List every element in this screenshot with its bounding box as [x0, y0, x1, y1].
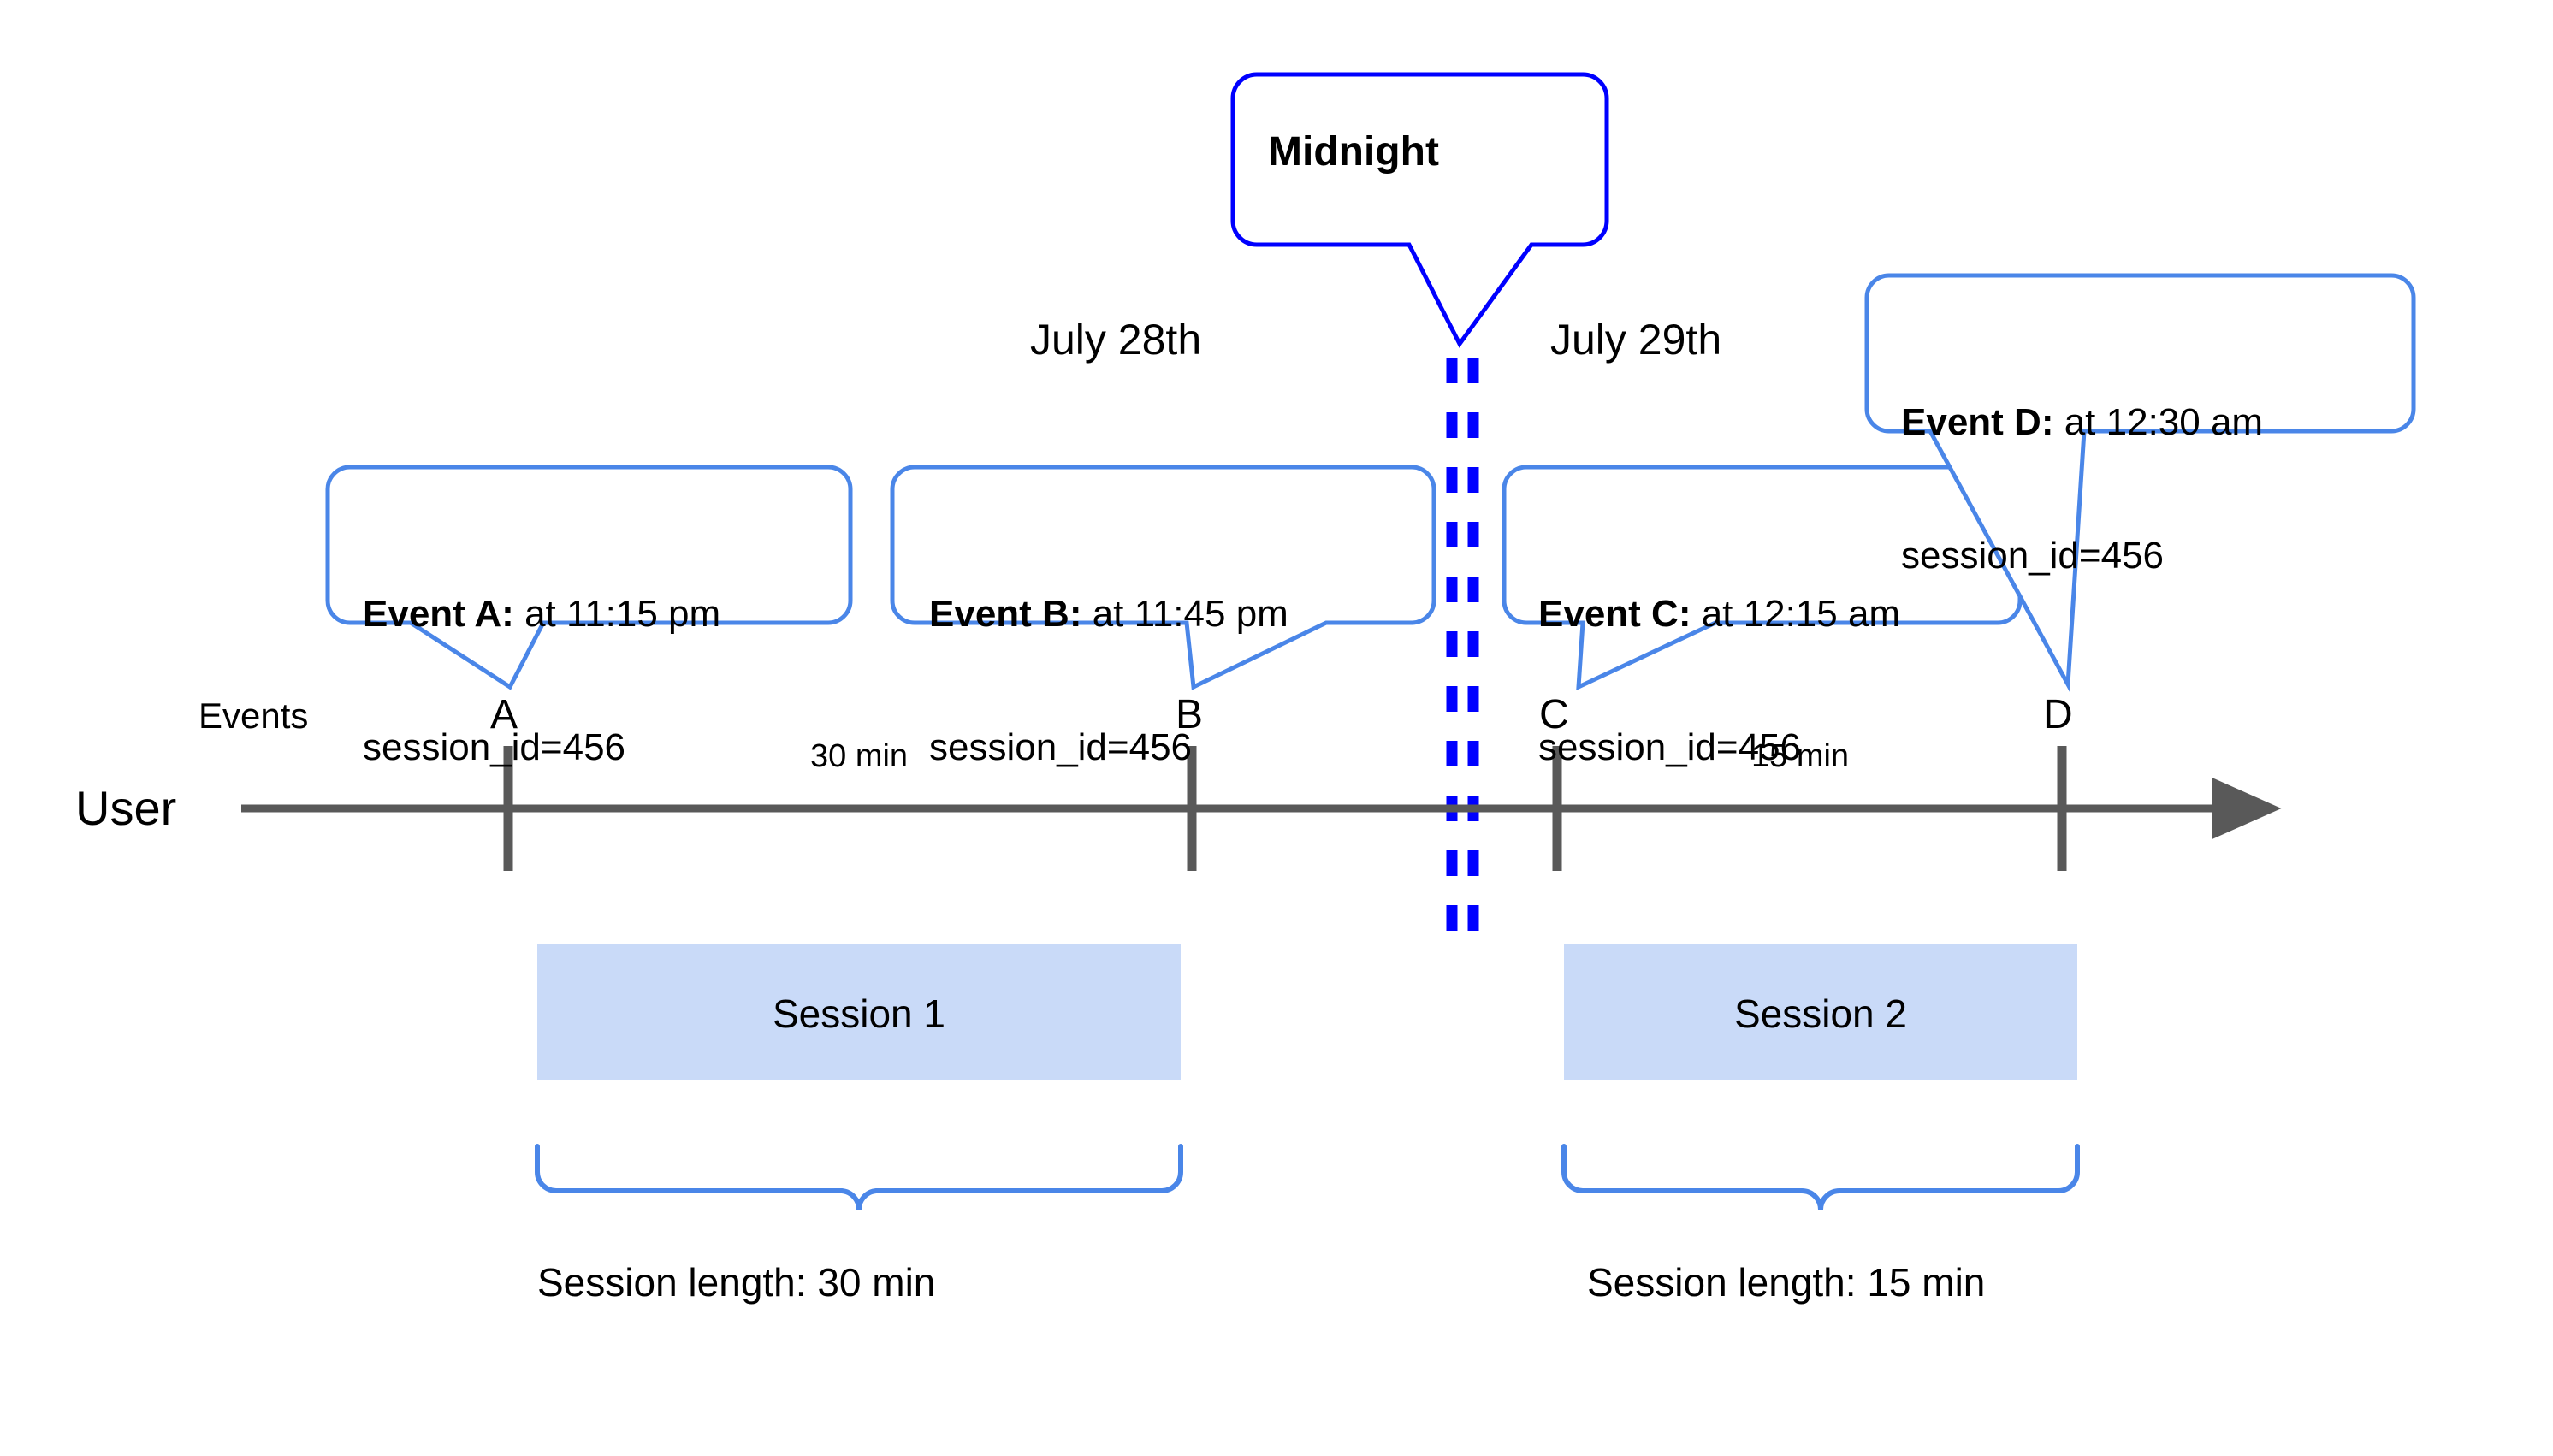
timeline-axis	[241, 746, 2282, 871]
axis-title-events: Events	[198, 695, 309, 736]
midnight-callout-shape	[1230, 72, 1609, 348]
event-a-title: Event A:	[363, 592, 514, 635]
event-c-callout-shape	[1502, 465, 2023, 691]
event-d-title: Event D:	[1901, 400, 2054, 443]
event-a-callout-text: Event A: at 11:15 pm session_id=456	[363, 503, 720, 858]
event-letter-a: A	[490, 692, 518, 737]
event-d-callout-shape	[1864, 273, 2416, 692]
session-1-bar	[537, 944, 1181, 1080]
midnight-dashed-lines	[1446, 358, 1479, 932]
event-b-callout-shape	[890, 465, 1436, 690]
gap-label-30-min: 30 min	[810, 738, 909, 774]
event-d-session-id: session_id=456	[1901, 534, 2165, 577]
session-2-brace	[1561, 1144, 2080, 1210]
session-2-bar	[1564, 944, 2077, 1080]
event-letter-b: B	[1176, 692, 1204, 737]
event-b-callout-text: Event B: at 11:45 pm session_id=456	[929, 503, 1288, 858]
date-label-july-28: July 28th	[1030, 316, 1202, 364]
session-1-brace	[535, 1144, 1183, 1210]
session-2-label: Session 2	[1733, 991, 1907, 1036]
event-a-callout-shape	[325, 465, 853, 690]
event-b-title: Event B:	[929, 592, 1082, 635]
session-2-length-label: Session length: 15 min	[1587, 1260, 1986, 1305]
session-1-length-label: Session length: 30 min	[537, 1260, 936, 1305]
event-letter-c: C	[1539, 692, 1569, 737]
midnight-label: Midnight	[1268, 129, 1439, 175]
gap-label-15-min: 15 min	[1751, 738, 1850, 774]
event-letter-d: D	[2043, 692, 2073, 737]
event-b-time: at 11:45 pm	[1081, 592, 1288, 635]
event-c-title: Event C:	[1538, 592, 1691, 635]
event-d-callout-text: Event D: at 12:30 am session_id=456	[1901, 311, 2263, 666]
session-1-label: Session 1	[772, 991, 945, 1036]
event-c-time: at 12:15 am	[1691, 592, 1901, 635]
event-a-session-id: session_id=456	[363, 725, 626, 768]
axis-title-user: User	[75, 781, 177, 835]
event-c-callout-text: Event C: at 12:15 am session_id=456	[1538, 503, 1900, 858]
date-label-july-29: July 29th	[1550, 316, 1722, 364]
event-a-time: at 11:15 pm	[513, 592, 721, 635]
event-c-session-id: session_id=456	[1538, 725, 1802, 768]
event-d-time: at 12:30 am	[2053, 400, 2264, 443]
event-b-session-id: session_id=456	[929, 725, 1193, 768]
